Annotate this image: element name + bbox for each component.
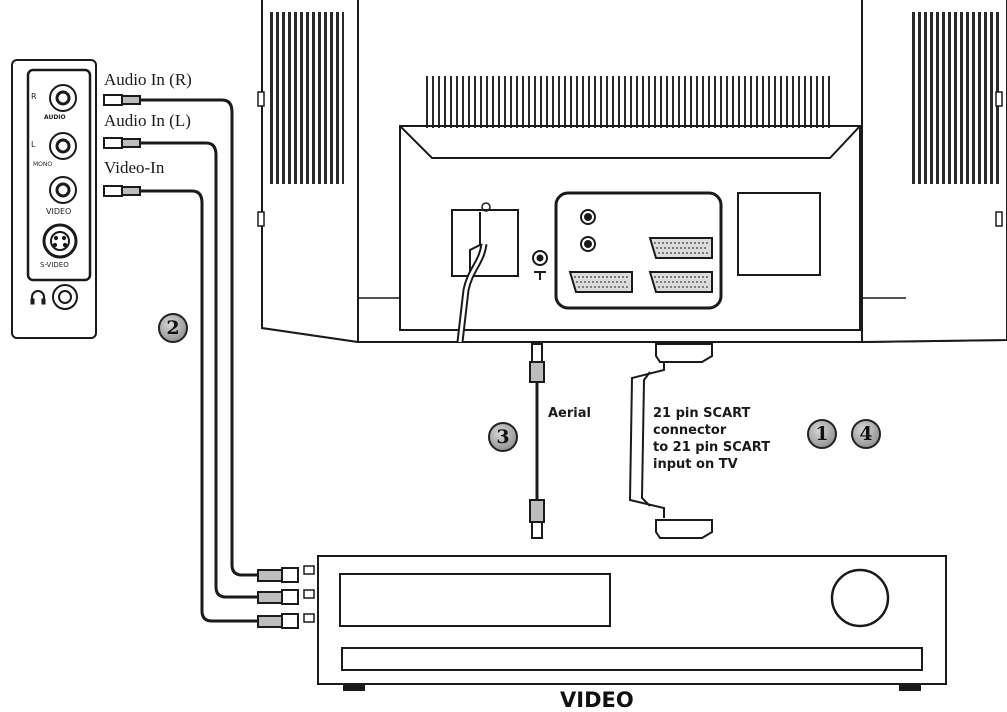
step-badge-1: 1: [807, 419, 837, 449]
scart-socket-av1-icon: [648, 237, 713, 259]
label-video-in: Video-In: [104, 158, 165, 177]
step-badge-3: 3: [488, 422, 518, 452]
label-audio-in-l: Audio In (L): [104, 111, 191, 130]
label-audio-in-r: Audio In (R): [104, 70, 192, 89]
vcr-cassette-slot: [341, 647, 923, 671]
audio-l-jack-icon: [49, 132, 77, 160]
rca-cables: [103, 94, 299, 629]
panel-label-l: L: [31, 140, 36, 149]
headphone-jack-icon: [30, 284, 78, 310]
svideo-jack-icon: [42, 223, 78, 259]
scart-line-4: input on TV: [653, 457, 738, 472]
right-speaker-grille: [912, 12, 1000, 184]
side-av-panel: [11, 59, 97, 339]
connector-panel: [554, 191, 723, 310]
label-scart-connector: 21 pin SCART connector to 21 pin SCART i…: [653, 405, 770, 473]
panel-label-audio: AUDIO: [44, 114, 66, 121]
scart-line-3: to 21 pin SCART: [653, 440, 771, 455]
panel-label-r: R: [31, 92, 37, 101]
panel-label-mono: MONO: [33, 161, 53, 168]
vcr-title: VIDEO: [560, 688, 634, 712]
power-socket: [451, 209, 519, 277]
step-badge-2: 2: [158, 313, 188, 343]
left-speaker-grille: [268, 12, 344, 184]
rear-vents: [424, 76, 832, 128]
tv-rear: [257, 0, 1007, 344]
scart-line-2: connector: [653, 423, 727, 438]
audio-r-jack-icon: [49, 84, 77, 112]
scart-cable: [628, 343, 713, 539]
aerial-cable: [529, 343, 545, 539]
vcr-unit: [303, 555, 947, 691]
scart-socket-av3-icon: [648, 271, 713, 293]
vcr-display-window: [339, 573, 611, 627]
step-badge-4: 4: [851, 419, 881, 449]
scart-line-1: 21 pin SCART: [653, 406, 751, 421]
panel-label-video: VIDEO: [46, 207, 72, 216]
panel-label-svideo: S-VIDEO: [40, 261, 69, 269]
label-aerial: Aerial: [548, 406, 591, 421]
scart-socket-av2-icon: [568, 271, 633, 293]
video-jack-icon: [49, 176, 77, 204]
vcr-dial-icon: [830, 568, 890, 628]
aerial-socket-icon: [532, 250, 548, 280]
